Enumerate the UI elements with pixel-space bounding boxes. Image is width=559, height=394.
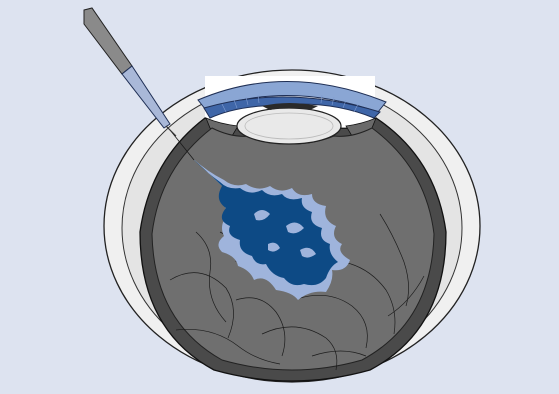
eye-illustration [0,0,559,394]
eye-diagram [0,0,559,394]
